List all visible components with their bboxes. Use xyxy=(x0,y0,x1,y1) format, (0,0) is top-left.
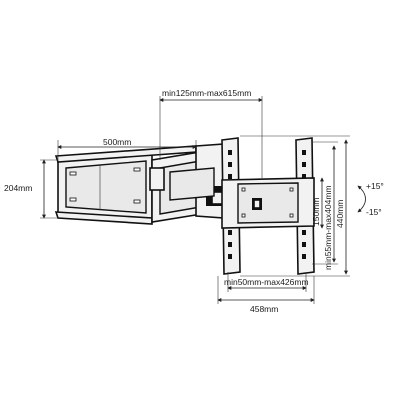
tilt-arrow-icon xyxy=(357,185,366,213)
tilt-down-label: -15° xyxy=(366,207,382,217)
dim-204-label: 204mm xyxy=(4,183,32,193)
dim-458-label: 458mm xyxy=(250,304,278,314)
tilt-up-label: +15° xyxy=(366,181,384,191)
dim-vesa-h-range-label: min50mm-max426mm xyxy=(224,277,309,287)
dim-extension-label: min125mm-max615mm xyxy=(162,88,251,98)
wall-plate xyxy=(54,145,197,225)
dim-204-line xyxy=(40,159,58,219)
dim-vesa-range-line xyxy=(312,141,338,265)
dim-vesa-range-label: min55mm-max404mm xyxy=(323,185,333,270)
dim-440-label: 440mm xyxy=(335,200,345,228)
dim-150-label: 150mm xyxy=(311,198,321,226)
tv-bracket xyxy=(221,137,315,275)
dim-500-line xyxy=(57,140,197,160)
dim-458-line xyxy=(217,276,315,304)
articulating-arm xyxy=(149,143,226,223)
dim-440-line xyxy=(240,135,350,277)
dim-vesa-h-range-line xyxy=(227,272,307,292)
dim-extension-line xyxy=(159,96,263,178)
dim-500-label: 500mm xyxy=(103,137,131,147)
